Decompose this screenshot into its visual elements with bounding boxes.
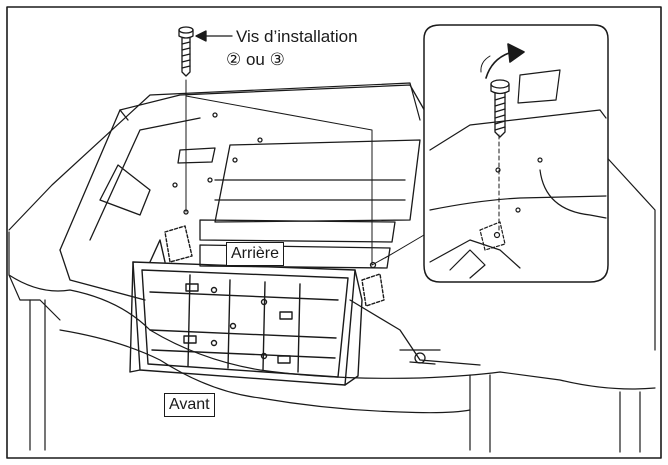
tv-stand xyxy=(129,225,385,386)
rotation-arrow-icon xyxy=(480,43,525,79)
diagram-border xyxy=(6,6,662,459)
table-with-cloth xyxy=(8,82,656,453)
tv-back-panel xyxy=(59,84,481,366)
installation-screw-icon xyxy=(490,79,510,138)
screw-guide-lines xyxy=(185,79,391,266)
screw-pointer-arrow xyxy=(195,30,233,42)
rear-label: Arrière xyxy=(226,242,285,266)
screw-option-label: ② ou ③ xyxy=(226,50,285,69)
zoom-callout xyxy=(384,24,609,283)
front-label: Avant xyxy=(164,393,215,417)
screw-label: Vis d’installation xyxy=(236,27,358,46)
installation-screw-icon xyxy=(178,26,194,77)
